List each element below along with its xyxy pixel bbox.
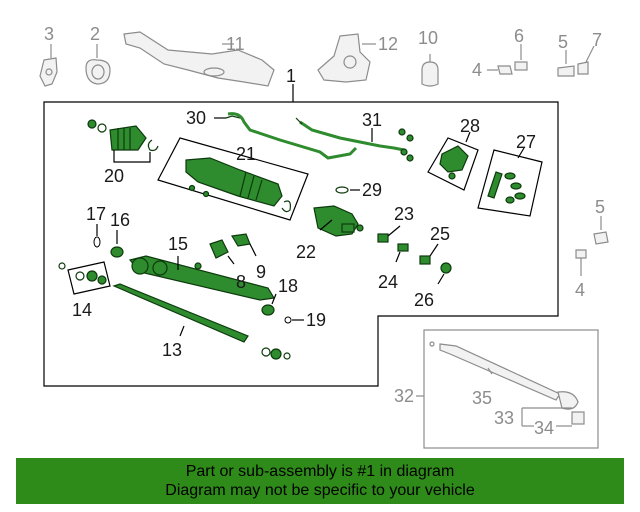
callout-17: 17 <box>86 204 106 224</box>
part-20-boot-kit <box>87 119 159 163</box>
assembly-1-boundary <box>43 101 559 387</box>
part-21-boot-assembly <box>157 137 309 221</box>
callout-28: 28 <box>460 116 480 136</box>
callout-24: 24 <box>378 272 398 292</box>
part-8-bracket <box>209 239 235 265</box>
part-7-bolt-top <box>577 45 595 75</box>
part-6-nut-top <box>514 44 528 71</box>
parts-diagram: 3 2 11 12 10 4 6 5 7 5 4 1 30 31 28 27 2… <box>39 24 609 449</box>
part-5-nut-right <box>593 216 609 245</box>
part-28-valve-kit <box>427 131 479 191</box>
callout-5-right: 5 <box>595 197 605 217</box>
part-32-tie-rod-group <box>416 329 599 449</box>
callout-13: 13 <box>162 340 182 360</box>
callout-26: 26 <box>414 290 434 310</box>
part-26-seal <box>437 262 452 285</box>
part-18-bushing <box>261 293 277 316</box>
callout-34: 34 <box>534 418 554 438</box>
callout-15: 15 <box>168 234 188 254</box>
part-12-bracket <box>317 33 376 83</box>
part-16-nut <box>110 230 124 258</box>
callout-7: 7 <box>592 30 602 50</box>
callout-9: 9 <box>256 262 266 282</box>
callout-4-right: 4 <box>575 280 585 300</box>
callout-10: 10 <box>418 28 438 48</box>
part-15-housing <box>128 255 275 301</box>
callout-20: 20 <box>104 166 124 186</box>
part-13-rack <box>112 283 249 343</box>
part-25-fitting <box>419 243 439 265</box>
callout-31: 31 <box>362 110 382 130</box>
part-31-fittings <box>398 128 414 162</box>
part-11-crossmember <box>123 31 275 87</box>
callout-labels: 3 2 11 12 10 4 6 5 7 5 4 1 30 31 28 27 2… <box>44 24 605 438</box>
callout-12: 12 <box>378 34 398 54</box>
part-9-bracket <box>231 233 257 257</box>
callout-19: 19 <box>306 310 326 330</box>
part-23-fitting <box>377 225 401 243</box>
callout-35: 35 <box>472 388 492 408</box>
part-13-washers <box>261 347 291 360</box>
callout-22: 22 <box>296 242 316 262</box>
part-19-ring <box>284 316 304 324</box>
part-3-bracket <box>39 44 58 87</box>
part-29-oring <box>335 186 360 194</box>
footer-banner: Part or sub-assembly is #1 in diagram Di… <box>16 458 624 504</box>
footer-line-1: Part or sub-assembly is #1 in diagram <box>185 463 455 480</box>
part-14-kit <box>58 261 111 295</box>
callout-21: 21 <box>236 144 256 164</box>
part-2-mount <box>85 44 111 85</box>
callout-3: 3 <box>44 24 54 44</box>
callout-2: 2 <box>90 24 100 44</box>
callout-33: 33 <box>494 408 514 428</box>
part-22-valve-body <box>313 205 364 237</box>
part-30-pipe <box>214 112 358 160</box>
callout-29: 29 <box>362 180 382 200</box>
part-17-ring <box>93 224 101 248</box>
part-5-nut-top <box>557 50 575 77</box>
part-10-bushing <box>421 54 439 87</box>
callout-27: 27 <box>516 132 536 152</box>
callout-18: 18 <box>278 276 298 296</box>
part-4-bolt-right <box>575 249 587 276</box>
callout-4-top: 4 <box>472 60 482 80</box>
part-27-seal-kit <box>477 147 543 217</box>
part-31-pipe <box>295 117 405 152</box>
callout-23: 23 <box>394 204 414 224</box>
callout-30: 30 <box>186 108 206 128</box>
callout-16: 16 <box>110 210 130 230</box>
callout-8: 8 <box>236 272 246 292</box>
callout-14: 14 <box>72 300 92 320</box>
footer-line-2: Diagram may not be specific to your vehi… <box>165 482 475 499</box>
callout-25: 25 <box>430 224 450 244</box>
callout-32: 32 <box>394 386 414 406</box>
part-4-bolt-top <box>487 65 513 75</box>
callout-11: 11 <box>226 34 245 54</box>
part-24-bolt <box>395 243 409 263</box>
callout-5-top: 5 <box>558 32 568 52</box>
callout-1: 1 <box>286 66 296 86</box>
callout-6: 6 <box>514 26 524 46</box>
